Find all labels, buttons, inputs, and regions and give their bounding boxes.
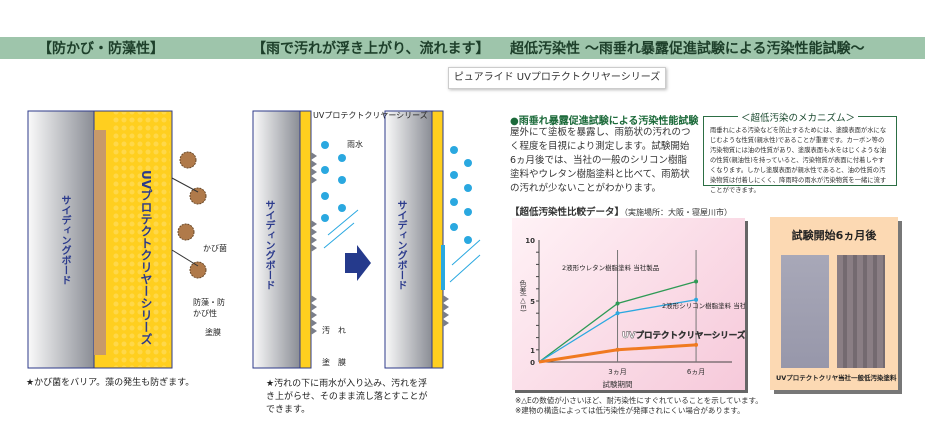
mechanism-body: 雨垂れによる汚染などを防止するためには、塗膜表面が水になじむような性質(親水性)… <box>710 127 887 194</box>
data-point <box>615 311 620 316</box>
data-point <box>694 279 699 284</box>
section-header-bar: 【防かび・防藻性】 【雨で汚れが浮き上がり、流れます】 超低汚染性 〜雨垂れ暴露… <box>0 37 925 59</box>
header-rain-clean: 【雨で汚れが浮き上がり、流れます】 <box>252 41 490 57</box>
data-point <box>615 301 620 306</box>
photo-panel: 試験開始6ヵ月後 UVプロテクトクリヤー 当社一般低汚染塗料 <box>770 217 898 390</box>
photo-label-left: UVプロテクトクリヤー <box>776 374 845 382</box>
arrow-right-icon <box>345 245 371 281</box>
sample-general <box>837 255 885 368</box>
film-label: 塗膜 <box>205 328 221 337</box>
board-label-mid: サイディングボード <box>263 200 274 290</box>
antifungal-diagram <box>27 110 207 369</box>
middle-caption: ★汚れの下に雨水が入り込み、汚れを浮き上がらせ、そのまま流し落とすことができます… <box>266 379 428 415</box>
antifungal-label: 防藻・防かび性 <box>193 298 225 318</box>
left-caption: ★かび菌をバリア。藻の発生も防ぎます。 <box>26 378 195 388</box>
header-low-stain: 超低汚染性 〜雨垂れ暴露促進試験による汚染性能試験〜 <box>510 41 865 57</box>
chart-subtitle: （実施場所：大阪・寝屋川市） <box>624 208 733 217</box>
film-label-mid: 塗 膜 <box>322 358 346 367</box>
fungus-label: かび菌 <box>203 244 227 253</box>
y-tick-label: 10 <box>525 237 535 245</box>
rain-label: 雨水 <box>347 140 363 149</box>
mechanism-title: ＜超低汚染のメカニズム＞ <box>738 110 859 124</box>
data-point <box>694 297 699 302</box>
x-tick-label: 3ヵ月 <box>608 368 626 376</box>
coat-label: UVプロテクトクリヤーシリーズ <box>139 170 153 346</box>
product-tag: ピュアライド UVプロテクトクリヤーシリーズ <box>448 67 666 89</box>
photo-title: 試験開始6ヵ月後 <box>791 229 877 242</box>
test-body: 屋外にて塗板を暴露し、雨筋状の汚れのつく程度を目視により測定します。試験開始6ヵ… <box>510 127 691 194</box>
y-tick-label: 5 <box>530 298 535 306</box>
note-1: ※△Eの数値が小さいほど、耐汚染性にすぐれていることを示しています。 <box>515 396 763 405</box>
y-tick-label: 1 <box>530 347 535 355</box>
x-axis-label: 試験期間 <box>603 379 633 389</box>
data-point <box>615 347 620 352</box>
board-label-right: サイディングボード <box>395 200 406 290</box>
x-tick-label: 6ヵ月 <box>687 368 705 376</box>
series-label: UVプロテクトクリヤーシリーズ <box>622 330 745 341</box>
y-axis-label: 色差(△E) <box>519 279 527 312</box>
mechanism-box: ＜超低汚染のメカニズム＞ 雨垂れによる汚染などを防止するためには、塗膜表面が水に… <box>703 110 897 194</box>
rain-clean-diagram <box>252 110 481 369</box>
sample-uv-clear <box>781 255 829 368</box>
dirt-label: 汚 れ <box>322 326 346 335</box>
y-tick-label: 0 <box>530 359 535 367</box>
photo-label-right: 当社一般低汚染塗料 <box>838 374 897 382</box>
coat-label-mid: UVプロテクトクリヤーシリーズ <box>313 111 428 120</box>
chart-title: 【超低汚染性比較データ】 <box>510 207 625 218</box>
chart-notes: ※△Eの数値が小さいほど、耐汚染性にすぐれていることを示しています。 ※建物の構… <box>515 396 763 416</box>
test-title: ●雨垂れ暴露促進試験による汚染性能試験 <box>510 116 699 127</box>
data-point <box>694 342 699 347</box>
series-label: 2液形ウレタン樹脂塗料 当社製品 <box>562 263 659 272</box>
note-2: ※建物の構造によっては低汚染性が発揮されにくい場合があります。 <box>515 406 745 415</box>
stain-chart: 3ヵ月 6ヵ月 0 1 5 10 試験期間 色差(△E) 2液形ウレタン樹脂塗料 当社製品 2液形… <box>512 218 745 390</box>
header-antifungal: 【防かび・防藻性】 <box>38 41 164 57</box>
board-label: サイディングボード <box>59 195 70 285</box>
series-label: 2液形シリコン樹脂塗料 当社製品 <box>662 301 745 310</box>
